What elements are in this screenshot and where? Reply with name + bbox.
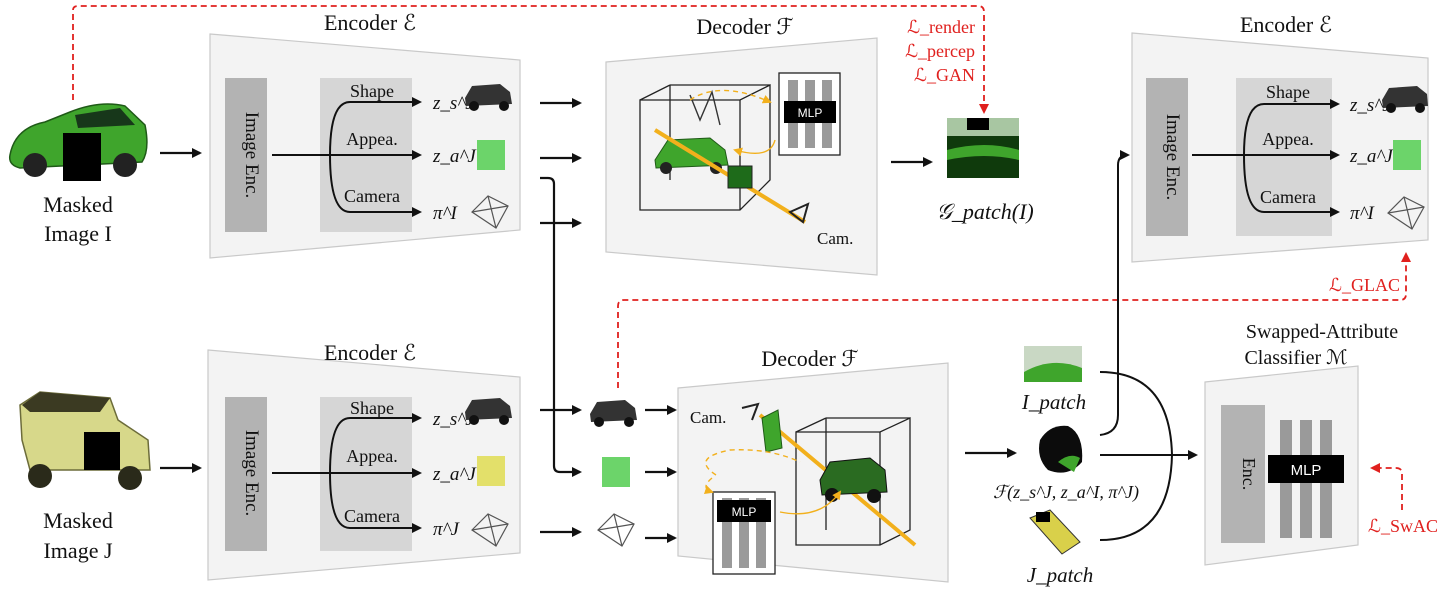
loss-glac: ℒ_GLAC xyxy=(1329,275,1400,295)
output-camera-pose: π^I xyxy=(433,203,459,224)
appearance-swatch xyxy=(477,456,505,486)
branch-camera: Camera xyxy=(344,186,400,206)
loss-percep: ℒ_percep xyxy=(905,41,975,61)
appearance-swatch xyxy=(1393,140,1421,170)
decoder-title: Decoder ℱ xyxy=(696,14,793,39)
glac-loss-path xyxy=(617,252,1411,388)
patch-I xyxy=(1024,346,1082,382)
branch-camera: Camera xyxy=(1260,187,1316,207)
classifier-title-line2: Classifier ℳ xyxy=(1244,347,1347,369)
input-caption-line2: Image J xyxy=(43,538,112,563)
camera-pyramid-icon xyxy=(471,513,509,547)
swapped-camera-icon xyxy=(597,513,635,547)
mlp-label: MLP xyxy=(732,505,757,519)
loss-render: ℒ_render xyxy=(907,17,975,37)
encoder-top xyxy=(209,33,521,259)
input-caption-line1: Masked xyxy=(43,508,113,533)
patch-J xyxy=(1029,509,1081,555)
encoder-title: Encoder ℰ xyxy=(1240,12,1332,37)
swapped-appearance-swatch xyxy=(602,457,630,487)
patch-J-caption: J_patch xyxy=(1027,563,1093,587)
swap-appearance-arrow xyxy=(540,176,582,477)
branch-shape: Shape xyxy=(1266,82,1310,102)
output-appearance-code: z_a^J xyxy=(432,146,477,167)
classifier-title-line1: Swapped-Attribute xyxy=(1246,321,1398,343)
car-shape-icon xyxy=(465,398,512,425)
classifier-mlp-label: MLP xyxy=(1291,462,1322,479)
decoder-title: Decoder ℱ xyxy=(761,346,858,371)
image-enc-label: Image Enc. xyxy=(241,430,262,517)
output-caption: 𝒢_patch(I) xyxy=(936,199,1034,224)
output-appearance-code: z_a^J xyxy=(432,464,477,485)
output-camera-pose: π^J xyxy=(433,519,461,540)
classifier-enc-label: Enc. xyxy=(1239,458,1259,490)
patch-swapped-caption: ℱ(z_s^J, z_a^I, π^J) xyxy=(993,482,1139,503)
output-shape-code: z_s^J xyxy=(432,409,475,430)
reconstruction-loss-path xyxy=(72,5,989,114)
output-shape-code: z_s^J xyxy=(432,93,475,114)
swac-loss-path xyxy=(1370,463,1403,510)
encoder-title: Encoder ℰ xyxy=(324,10,416,35)
loss-swac: ℒ_SwAC xyxy=(1368,516,1438,536)
branch-camera: Camera xyxy=(344,506,400,526)
appearance-swatch xyxy=(477,140,505,170)
input-image-J xyxy=(19,391,151,490)
patch-swapped xyxy=(1039,425,1083,473)
branch-appearance: Appea. xyxy=(346,129,397,149)
branch-shape: Shape xyxy=(350,398,394,418)
camera-label: Cam. xyxy=(817,229,853,248)
image-enc-label: Image Enc. xyxy=(1162,114,1183,201)
patch-I-caption: I_patch xyxy=(1021,390,1086,414)
encoder-title: Encoder ℰ xyxy=(324,340,416,365)
decoder-bottom xyxy=(677,362,949,583)
branch-appearance: Appea. xyxy=(346,446,397,466)
loss-gan: ℒ_GAN xyxy=(914,65,975,85)
camera-pyramid-icon xyxy=(471,195,509,229)
image-enc-label: Image Enc. xyxy=(241,112,262,199)
swapped-shape-icon xyxy=(590,400,637,427)
output-shape-code: z_s^J xyxy=(1349,95,1392,116)
camera-label: Cam. xyxy=(690,408,726,427)
output-appearance-code: z_a^J xyxy=(1349,146,1394,167)
car-shape-icon xyxy=(465,84,512,111)
branch-shape: Shape xyxy=(350,81,394,101)
swapped-attribute-classifier xyxy=(1204,365,1359,566)
output-camera-pose: π^I xyxy=(1350,203,1376,224)
decoder-top xyxy=(605,37,878,276)
rendered-patch-I xyxy=(947,118,1019,178)
car-shape-icon xyxy=(1382,86,1428,113)
camera-pyramid-icon xyxy=(1387,196,1425,230)
mlp-label: MLP xyxy=(798,106,823,120)
input-caption-line1: Masked xyxy=(43,192,113,217)
input-caption-line2: Image I xyxy=(44,221,112,246)
branch-appearance: Appea. xyxy=(1262,129,1313,149)
input-image-I xyxy=(8,103,148,181)
